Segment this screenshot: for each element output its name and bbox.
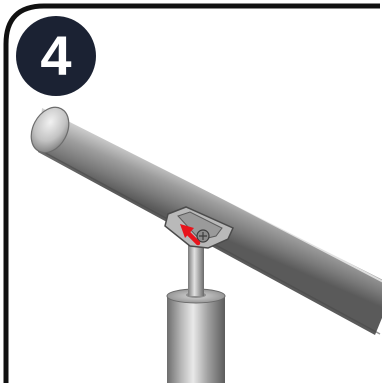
handrail-post bbox=[167, 289, 225, 383]
step-number-label: 4 bbox=[16, 16, 96, 96]
connecting-rod bbox=[188, 240, 204, 296]
screw-icon bbox=[197, 230, 209, 242]
